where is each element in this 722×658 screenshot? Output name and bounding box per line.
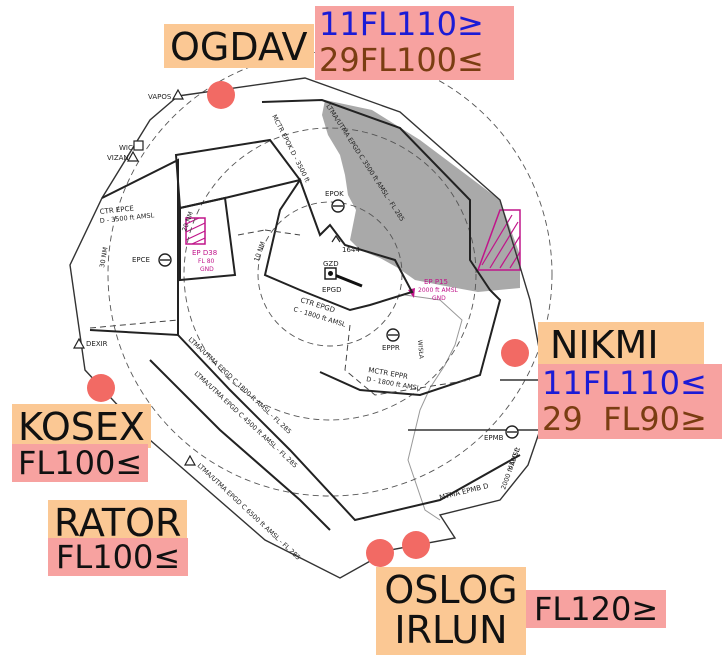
ep-p15-upper: 2000 ft AMSL: [418, 287, 459, 294]
nikmi-name-box: NIKMI: [538, 322, 704, 366]
irlun-marker: [402, 531, 430, 559]
elevation-marker: [331, 234, 341, 243]
vizan-label: VIZAN: [107, 154, 129, 162]
mtma-epmb-outline: [408, 379, 546, 431]
dexir-label: DEXIR: [86, 340, 108, 348]
nikmi-name: NIKMI: [550, 323, 659, 367]
ep-d38-hatch: [185, 217, 206, 245]
land-shading: [322, 100, 520, 292]
ogdav-alt-2: 29FL100≤: [319, 41, 484, 79]
ring-20nm: [183, 127, 477, 421]
nikmi-alt-1: 11FL110≤: [542, 364, 707, 402]
wic-box: [133, 140, 144, 151]
coastline: [404, 294, 463, 521]
epgd-label: EPGD: [322, 286, 341, 294]
kosex-name-box: KOSEX: [12, 404, 151, 448]
ogdav-marker: [207, 81, 235, 109]
wisla-label: WISŁA: [416, 340, 425, 360]
epce-aerodrome: [158, 253, 172, 267]
eppr-aerodrome: [386, 328, 400, 342]
gzd-navaid: [328, 271, 333, 276]
ogdav-alt-1: 11FL110≥: [319, 5, 484, 43]
dashed-sector: [89, 319, 471, 396]
west-boundary: [89, 158, 179, 337]
dexir-triangle: [72, 337, 86, 349]
ogdav-alt-box: 11FL110≥ 29FL100≤: [315, 6, 514, 80]
kosex-name: KOSEX: [18, 405, 145, 449]
ep-d38-lower: GND: [200, 266, 214, 273]
ltma-c1800-label: LTMA/UTMA EPGD C 1800 ft AMSL - FL 285: [187, 336, 293, 436]
gzd-label: GZD: [323, 260, 339, 268]
vapos-triangle: [171, 88, 185, 100]
ltma-c6500-label: LTMA/UTMA EPGD C 6500 ft AMSL - FL 285: [196, 462, 302, 562]
oslog-irlun-alt: FL120≥: [534, 590, 659, 628]
ep-d38-label: EP D38: [192, 249, 217, 257]
rator-alt: FL100≤: [56, 538, 181, 576]
ep-p15-lower: GND: [432, 295, 446, 302]
nikmi-marker: [501, 339, 529, 367]
runway: [331, 272, 363, 288]
mtma-epmb-label: MTMA EPMB D: [439, 482, 490, 502]
epmb-label: EPMB: [484, 434, 504, 442]
south-triangle: [183, 454, 197, 466]
east-restricted-area: [476, 209, 521, 271]
rator-alt-box: FL100≤: [48, 538, 189, 576]
vapos-label: VAPOS: [148, 93, 172, 101]
ctr-epce-outline: [174, 138, 302, 210]
nikmi-alt-box: 11FL110≤ 29 FL90≥: [538, 364, 722, 439]
ctr-epce-inner: [179, 196, 237, 282]
ogdav-name-box: OGDAV: [164, 24, 314, 68]
kosex-alt: FL100≤: [18, 444, 143, 482]
ring-10nm-label: 10 NM: [252, 240, 267, 262]
ring-30nm-label: 30 NM: [98, 246, 109, 268]
vizan-triangle: [126, 150, 140, 162]
wic-label: WIC: [119, 144, 133, 152]
oslog-marker: [366, 539, 394, 567]
epce-label: EPCE: [132, 256, 150, 264]
dashed-sector-2: [237, 229, 301, 236]
ep-p15-label: EP P15: [424, 278, 448, 286]
ctr-epce-label: CTR EPCE: [99, 204, 134, 216]
mctr-epok-outline: [261, 98, 502, 397]
kosex-alt-box: FL100≤: [12, 444, 149, 482]
ogdav-name: OGDAV: [170, 25, 308, 69]
eppr-label: EPPR: [382, 344, 400, 352]
oslog-irlun-name-box: OSLOG IRLUN: [376, 567, 526, 655]
ep-d38-upper: FL 80: [198, 258, 215, 265]
east-restricted-hatch: [481, 214, 521, 269]
rator-name-box: RATOR: [48, 500, 188, 545]
oslog-name: OSLOG: [384, 568, 518, 612]
elevation-label: 1644: [342, 246, 360, 254]
ltma-sector-mid: [149, 359, 331, 531]
epok-aerodrome: [331, 199, 345, 213]
nikmi-alt-2: 29 FL90≥: [542, 400, 707, 438]
epok-label: EPOK: [325, 190, 344, 198]
rator-name: RATOR: [54, 501, 182, 545]
oslog-irlun-alt-box: FL120≥: [526, 590, 667, 628]
epmb-aerodrome: [505, 425, 519, 439]
irlun-name: IRLUN: [394, 607, 508, 652]
tma-outer-boundary: [69, 77, 546, 579]
ltma-sector-inner: [177, 334, 521, 522]
kosex-marker: [87, 374, 115, 402]
ctr-epgd-outline: [263, 177, 414, 312]
